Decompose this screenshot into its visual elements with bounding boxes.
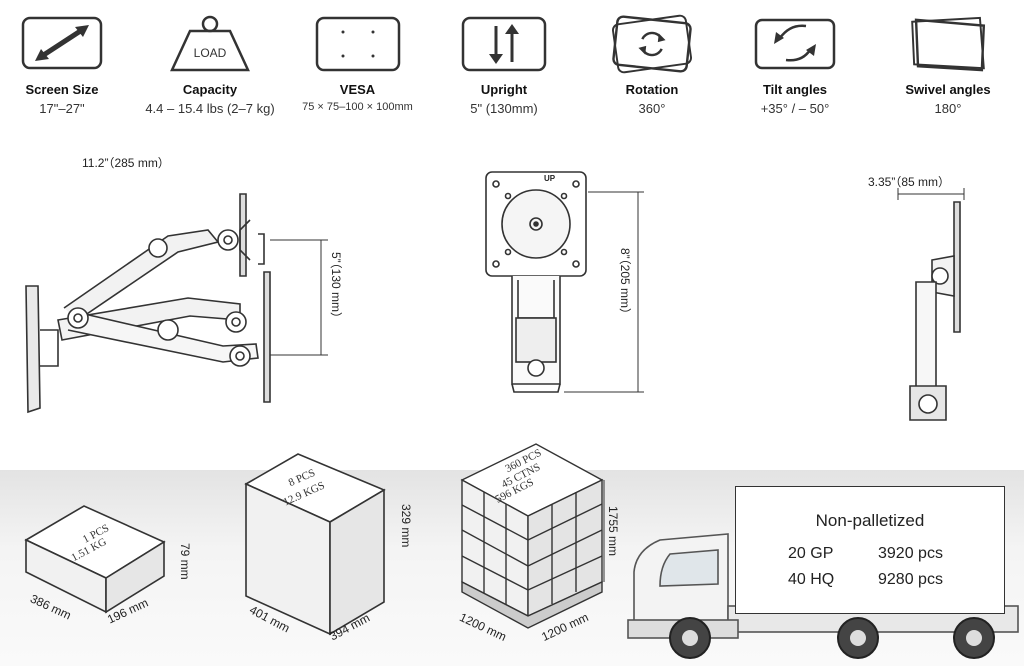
- spec-title: Swivel angles: [905, 82, 991, 97]
- diagonal-arrow-icon: [21, 16, 103, 70]
- spec-vesa: VESA 75 × 75–100 × 100mm: [290, 14, 425, 113]
- spec-value: 5" (130mm): [470, 101, 538, 116]
- upright-label: 5”（130 mm）: [329, 252, 343, 325]
- single-box-drawing: [24, 505, 166, 614]
- plate-height-label: 8”（205 mm）: [618, 248, 632, 321]
- spec-title: Tilt angles: [762, 82, 828, 97]
- shipping-row-20gp: 20 GP 3920 pcs: [788, 545, 968, 563]
- shipping-row-40hq: 40 HQ 9280 pcs: [788, 571, 968, 589]
- spec-swivel: Swivel angles 180°: [888, 14, 1008, 116]
- spec-screen-size: Screen Size 17"–27": [2, 14, 122, 116]
- arm-depth-label: 11.2”（285 mm）: [82, 156, 170, 170]
- side-depth-label: 3.35”（85 mm）: [868, 175, 951, 189]
- shipping-title: Non-palletized: [815, 511, 925, 530]
- container-type: 20 GP: [788, 545, 834, 562]
- up-mark: UP: [544, 174, 556, 183]
- carton-height: 329 mm: [399, 504, 413, 548]
- swivel-icon: [911, 16, 986, 72]
- spec-title: Rotation: [625, 82, 679, 97]
- spec-tilt: Tilt angles +35° / – 50°: [735, 14, 855, 116]
- rotation-icon: [612, 14, 692, 74]
- arm-folded-side-drawing: [897, 188, 965, 421]
- vesa-plate-icon: [315, 16, 400, 72]
- spec-value: +35° / – 50°: [760, 101, 830, 116]
- spec-value: 17"–27": [39, 101, 85, 116]
- container-qty: 9280 pcs: [878, 571, 943, 588]
- container-type: 40 HQ: [788, 571, 835, 588]
- spec-value: 360°: [638, 101, 666, 116]
- spec-upright: Upright 5" (130mm): [444, 14, 564, 116]
- box-height: 79 mm: [178, 543, 192, 580]
- spec-value: 180°: [934, 101, 962, 116]
- spec-title: Capacity: [182, 82, 238, 97]
- tilt-icon: [754, 18, 836, 70]
- spec-title: Screen Size: [25, 82, 99, 97]
- vesa-plate-front-drawing: [485, 171, 644, 393]
- load-label: LOAD: [194, 46, 227, 60]
- spec-rotation: Rotation 360°: [592, 14, 712, 116]
- carton-drawing: [244, 453, 386, 636]
- spec-title: VESA: [339, 82, 376, 97]
- spec-title: Upright: [480, 82, 528, 97]
- pallet-height: 1755 mm: [606, 506, 620, 557]
- pallet-drawing: [460, 443, 605, 629]
- weight-load-icon: LOAD: [170, 15, 250, 72]
- spec-capacity: LOAD Capacity 4.4 – 15.4 lbs (2–7 kg): [140, 14, 280, 116]
- container-qty: 3920 pcs: [878, 545, 943, 562]
- spec-value: 75 × 75–100 × 100mm: [302, 101, 413, 113]
- spec-value: 4.4 – 15.4 lbs (2–7 kg): [145, 101, 275, 116]
- up-down-arrows-icon: [461, 16, 547, 72]
- shipping-capacity-panel: Non-palletized 20 GP 3920 pcs 40 HQ 9280 p…: [735, 486, 1005, 614]
- arm-side-view-drawing: [25, 193, 328, 414]
